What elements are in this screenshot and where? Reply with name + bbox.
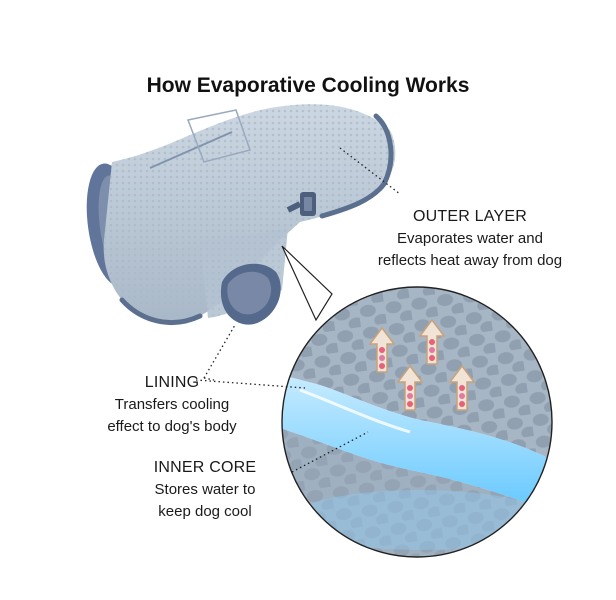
inner-core-label: INNER CORE Stores water to keep dog cool bbox=[120, 457, 290, 523]
lining-desc-line1: Transfers cooling bbox=[114, 396, 230, 413]
heat-arrow-icon bbox=[418, 318, 446, 365]
outer-layer-desc-line1: Evaporates water and bbox=[397, 230, 543, 247]
outer-layer-label: OUTER LAYER Evaporates water and reflect… bbox=[350, 206, 590, 272]
outer-layer-heading: OUTER LAYER bbox=[413, 208, 527, 225]
diagram-title: How Evaporative Cooling Works bbox=[146, 74, 470, 97]
buckle-icon bbox=[286, 192, 316, 216]
heat-arrows bbox=[368, 318, 476, 411]
leader-lines bbox=[195, 147, 401, 473]
outer-layer-leader bbox=[339, 147, 401, 195]
inner-core-heading: INNER CORE bbox=[153, 459, 257, 476]
inner-core-desc-line2: keep dog cool bbox=[158, 503, 252, 520]
outer-layer-desc-line2: reflects heat away from dog bbox=[377, 252, 563, 269]
heat-arrow-icon bbox=[396, 364, 424, 411]
lining-leader bbox=[195, 324, 306, 389]
callout-pointer bbox=[281, 245, 333, 322]
inner-core-leader bbox=[291, 431, 369, 473]
magnified-fabric-view bbox=[281, 245, 553, 558]
lining-desc-line2: effect to dog's body bbox=[107, 418, 237, 435]
lining-label: LINING Transfers cooling effect to dog's… bbox=[62, 372, 282, 438]
heat-arrow-icon bbox=[448, 364, 476, 411]
heat-arrow-icon bbox=[368, 326, 396, 373]
magnifier-circle bbox=[281, 286, 553, 558]
lining-heading: LINING bbox=[144, 374, 200, 391]
inner-core-desc-line1: Stores water to bbox=[154, 481, 256, 498]
cooling-vest-illustration bbox=[86, 104, 396, 325]
